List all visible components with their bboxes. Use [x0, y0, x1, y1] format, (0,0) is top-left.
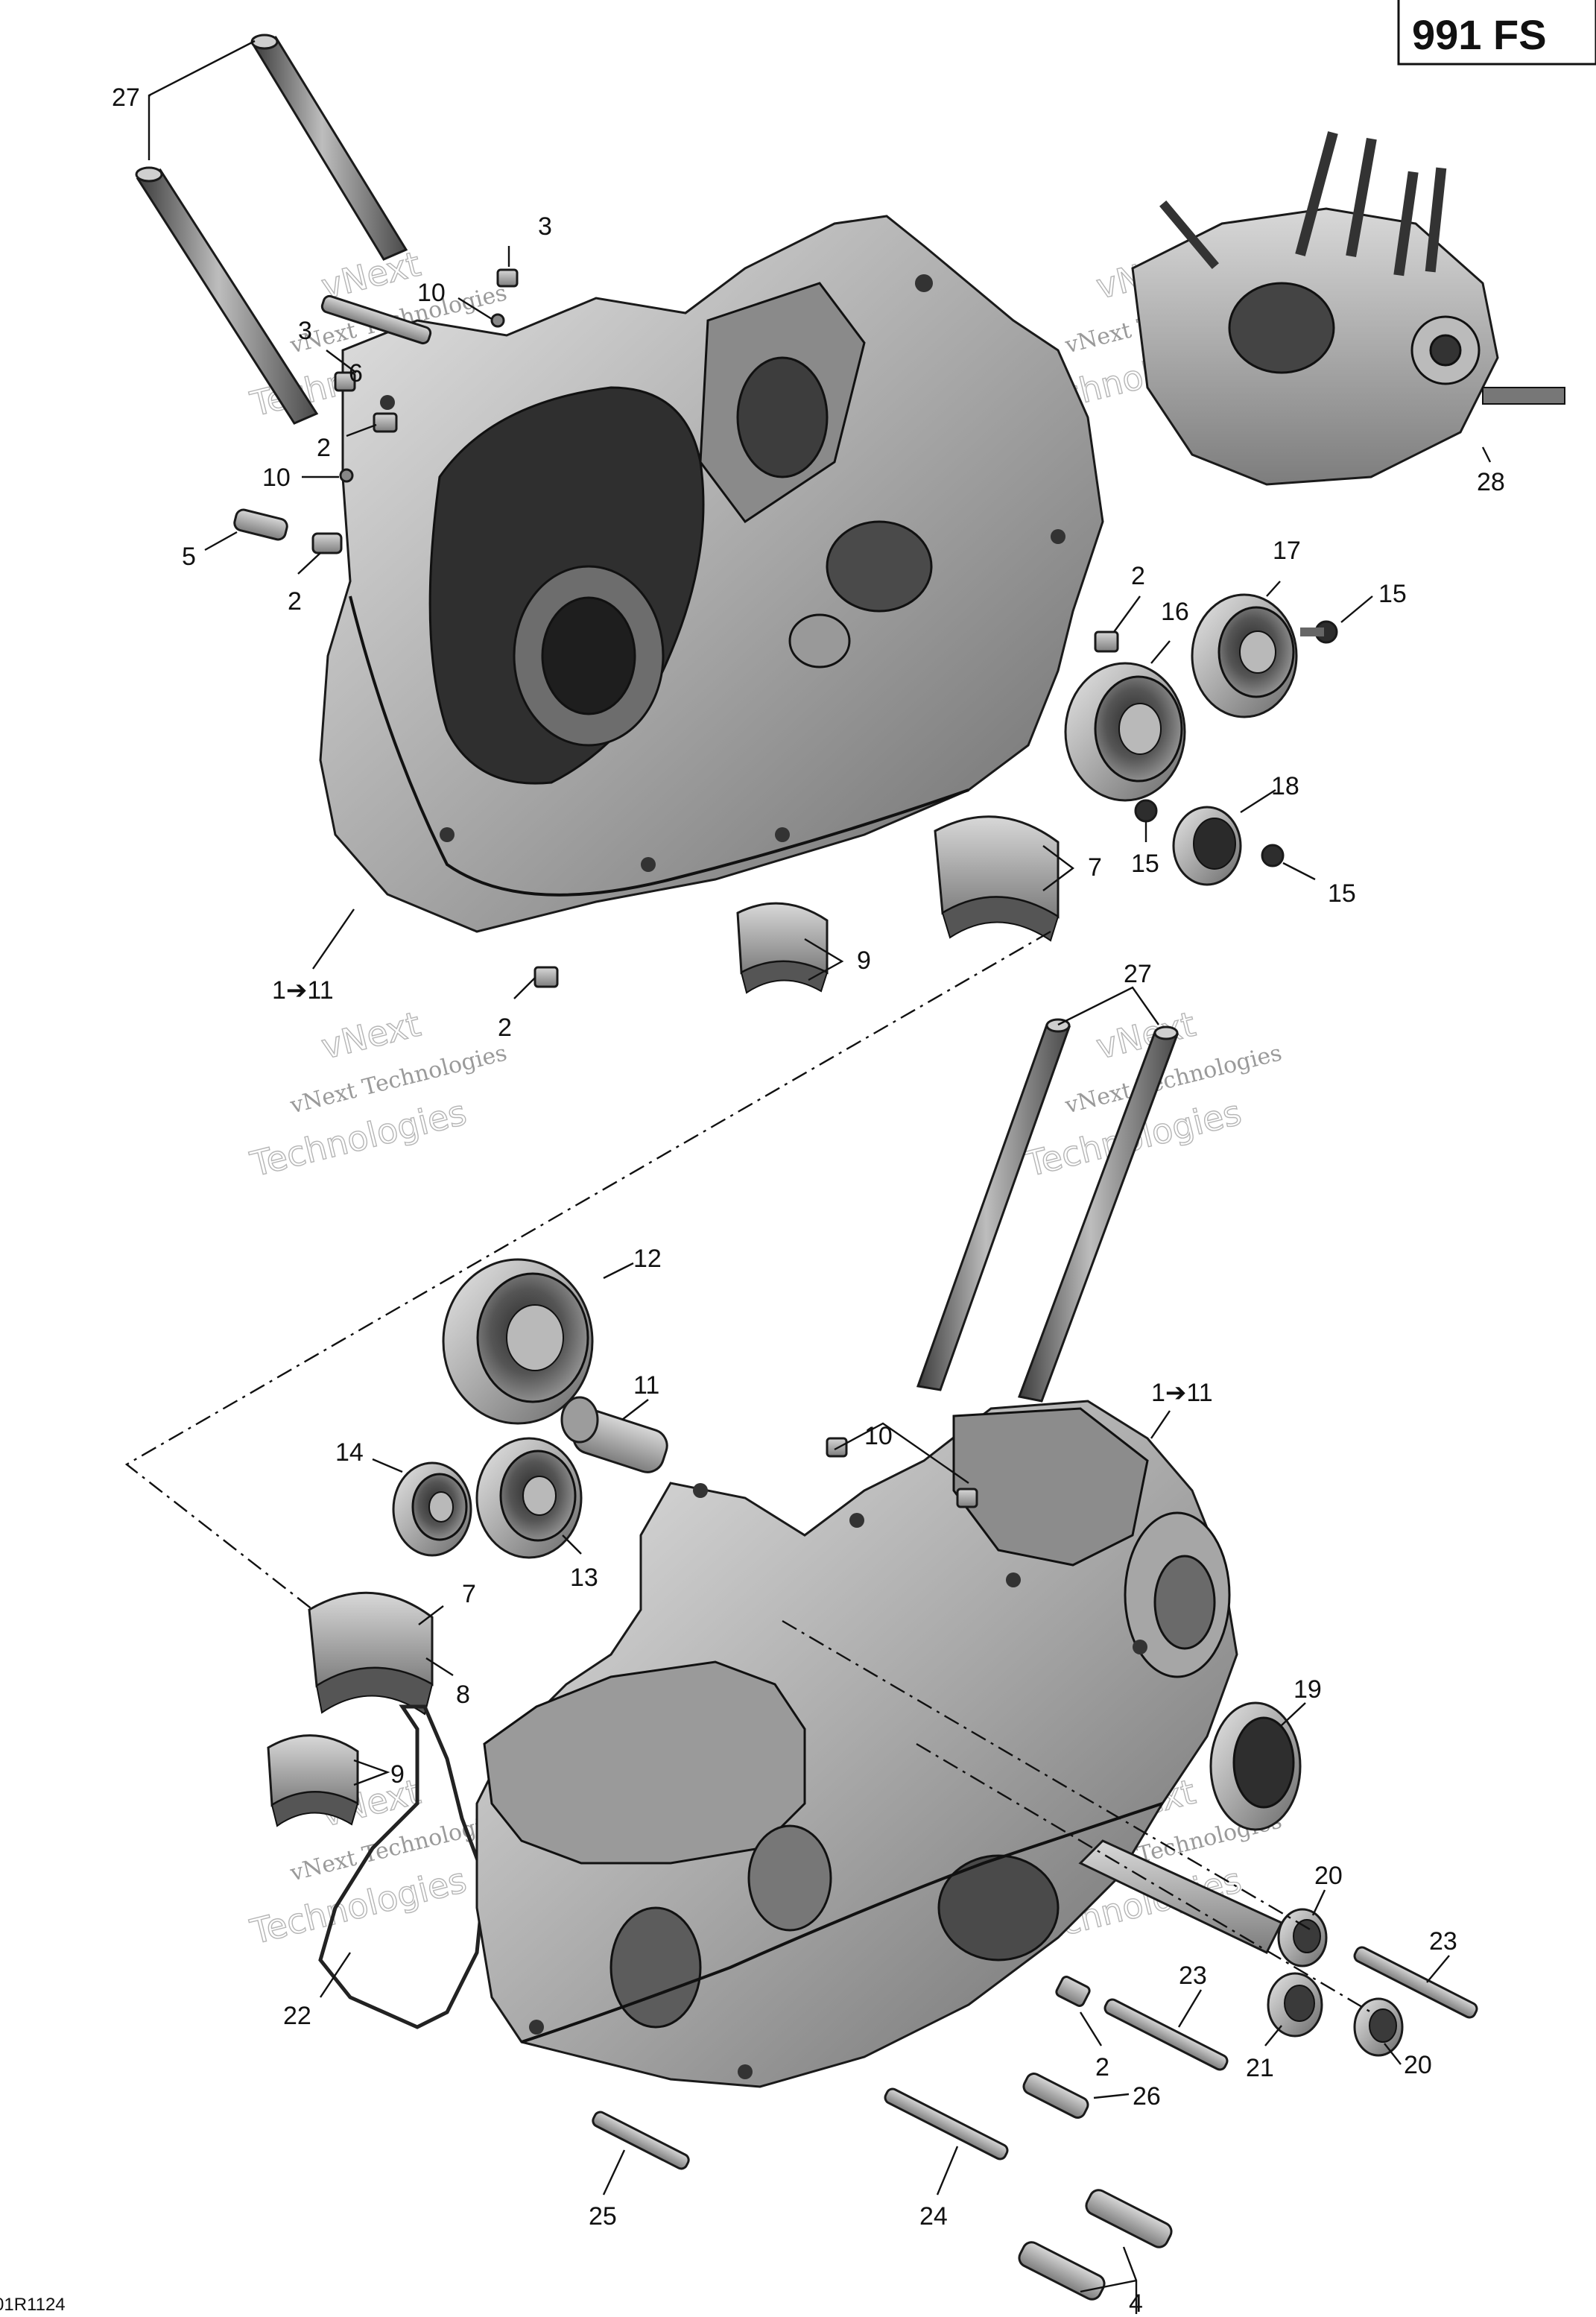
callout-23: 23 [1429, 1927, 1457, 1956]
callout-1-11: 1➔11 [272, 976, 334, 1005]
sleeve-part-11 [560, 1396, 668, 1473]
callout-7: 7 [462, 1580, 476, 1608]
bolts-lower [592, 1437, 1478, 2301]
watermark: vNext vNext Technologies Technologies [246, 1003, 510, 1185]
callout-20: 20 [1314, 1862, 1343, 1890]
callout-7: 7 [1088, 853, 1102, 882]
callout-3: 3 [538, 212, 552, 241]
bearing-part-17 [1191, 593, 1298, 718]
bearing-part-12 [442, 1258, 594, 1425]
callout-16: 16 [1161, 598, 1189, 626]
bearing-shell-part-9-upper [736, 902, 829, 994]
callout-19: 19 [1293, 1675, 1322, 1704]
small-pins-upper [233, 268, 1119, 988]
callout-9: 9 [857, 946, 871, 975]
callout-15: 15 [1378, 580, 1407, 608]
callout-10: 10 [262, 464, 291, 492]
callout-2: 2 [1095, 2053, 1109, 2081]
callout-2: 2 [288, 587, 302, 616]
callout-9: 9 [390, 1760, 405, 1789]
bearing-part-14 [392, 1461, 472, 1557]
bearing-part-16 [1064, 662, 1186, 802]
callout-5: 5 [182, 543, 196, 571]
callout-23: 23 [1179, 1962, 1207, 1990]
callout-2: 2 [317, 434, 331, 462]
callout-13: 13 [570, 1564, 598, 1592]
bearing-part-13 [475, 1437, 583, 1559]
callout-4: 4 [1129, 2289, 1143, 2317]
callout-15: 15 [1328, 879, 1356, 908]
callout-11: 11 [633, 1371, 659, 1400]
stud-part-27-upper [135, 34, 408, 425]
callout-24: 24 [919, 2202, 948, 2231]
callout-17: 17 [1273, 537, 1301, 565]
callout-6: 6 [349, 359, 363, 388]
bearing-shell-part-9-lower [267, 1734, 359, 1827]
callout-12: 12 [633, 1245, 662, 1273]
seal-part-18 [1172, 806, 1242, 886]
callout-18: 18 [1271, 772, 1299, 800]
washer-part-21 [1267, 1972, 1323, 2038]
callout-26: 26 [1133, 2082, 1161, 2111]
callout-27: 27 [1124, 960, 1152, 988]
svg-text:Technologies: Technologies [246, 1092, 470, 1184]
callout-28: 28 [1477, 468, 1505, 496]
model-code: 991 FS [1412, 11, 1547, 58]
callout-14: 14 [335, 1438, 364, 1467]
washer-part-20-lower [1353, 1997, 1404, 2057]
callout-25: 25 [589, 2202, 617, 2231]
callout-21: 21 [1246, 2054, 1274, 2082]
callout-10: 10 [417, 279, 446, 307]
crankcase-lower-half [475, 1400, 1238, 2088]
model-code-box: 991 FS [1397, 0, 1596, 66]
seal-part-19 [1209, 1701, 1302, 1831]
callout-2: 2 [498, 1014, 512, 1042]
callout-labels: 27 3 10 3 6 2 10 5 2 28 2 17 15 16 18 15… [112, 83, 1505, 2317]
callout-22: 22 [283, 2002, 311, 2030]
bearing-shell-part-7-lower [308, 1591, 434, 1716]
alignment-lines [124, 930, 1372, 2014]
callout-10: 10 [864, 1422, 893, 1450]
leader-lines [148, 39, 1492, 2314]
callout-8: 8 [456, 1681, 470, 1709]
figure-id: 01R1124 [0, 2295, 66, 2315]
callout-20: 20 [1404, 2051, 1432, 2079]
callout-2: 2 [1131, 562, 1145, 590]
bearing-shell-part-7-upper [934, 815, 1060, 942]
callout-15: 15 [1131, 850, 1159, 878]
washer-part-20-upper [1277, 1908, 1328, 1967]
callout-1-11: 1➔11 [1151, 1379, 1213, 1407]
svg-text:vNext: vNext [317, 1004, 424, 1067]
assembled-engine-part-28 [1131, 131, 1565, 486]
callout-27: 27 [112, 83, 140, 112]
gasket-part-22 [318, 1704, 487, 2029]
crankcase-upper-half [319, 215, 1104, 933]
callout-3: 3 [298, 317, 312, 345]
stud-part-27-lower [916, 1018, 1179, 1403]
